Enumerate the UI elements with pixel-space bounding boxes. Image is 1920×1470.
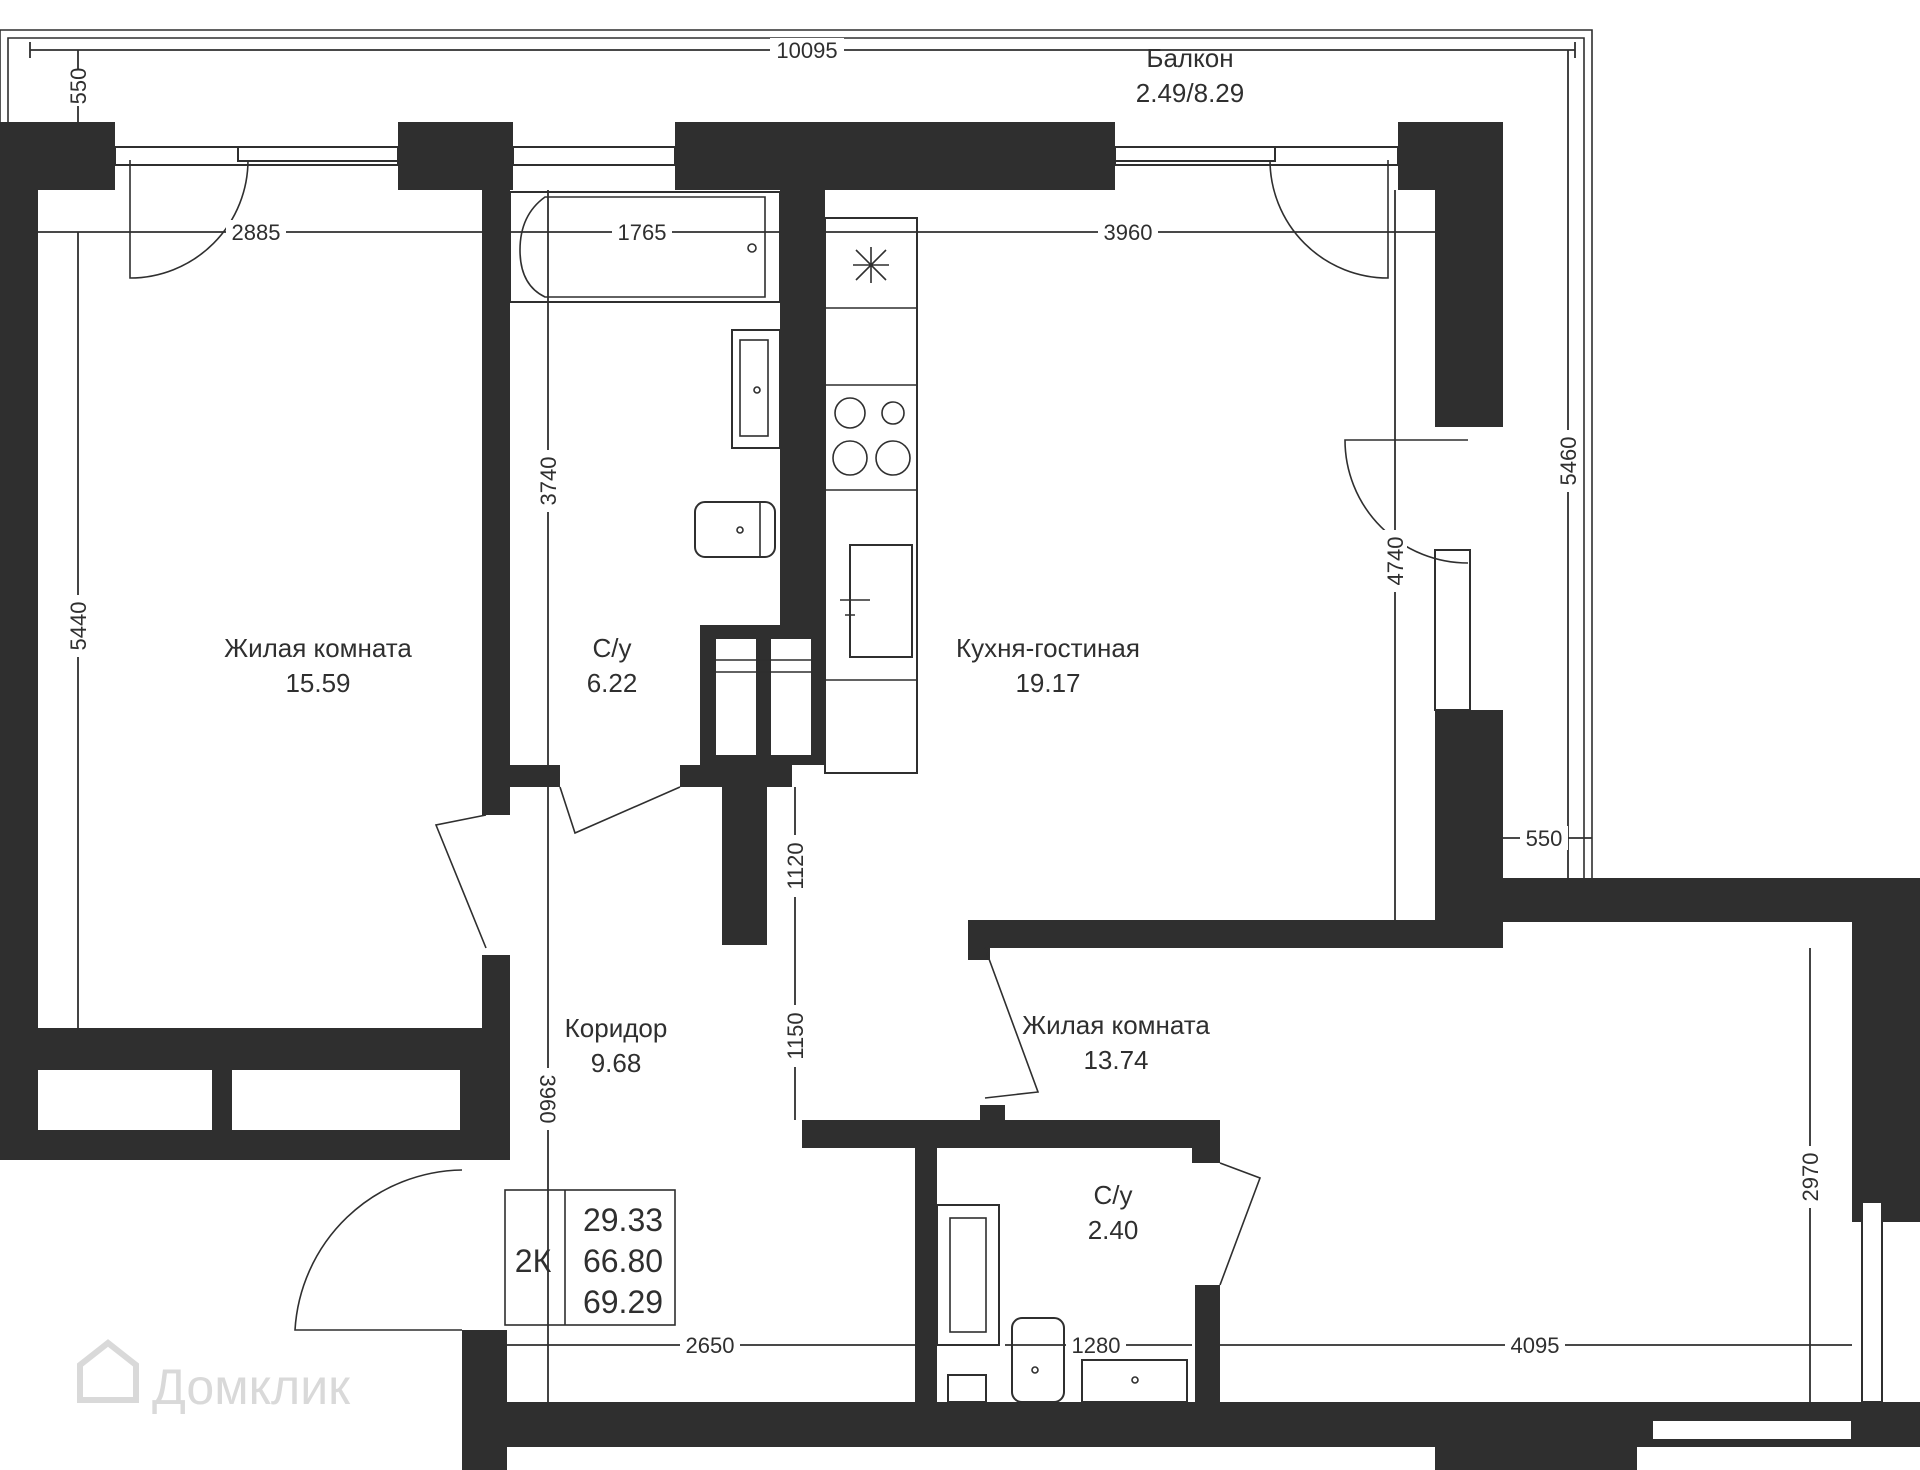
- room-name-bedroom2: Жилая комната: [1022, 1010, 1210, 1040]
- dim-corridor-height: 3960: [535, 1075, 560, 1124]
- dim-corridor-upper: 1120: [783, 842, 808, 889]
- watermark-text: Домклик: [152, 1359, 351, 1415]
- room-area-bedroom2: 13.74: [1083, 1045, 1148, 1075]
- summary-type: 2К: [515, 1243, 552, 1279]
- room-area-balcony: 2.49/8.29: [1136, 78, 1244, 108]
- house-logo-icon: [77, 1339, 139, 1403]
- room-name-bedroom1: Жилая комната: [224, 633, 412, 663]
- dimension-labels: 10095 550 2885 5440 1765 3740 3960 4740 …: [66, 38, 1823, 1358]
- dim-corridor-lower: 1150: [783, 1012, 808, 1059]
- bathroom2-fixtures: [936, 1204, 1188, 1403]
- room-name-bathroom1: С/у: [593, 633, 632, 663]
- dim-bathroom1-width: 1765: [618, 220, 667, 245]
- room-name-balcony: Балкон: [1146, 43, 1233, 73]
- dim-balcony-depth-left: 550: [66, 68, 91, 105]
- dim-kitchen-width: 3960: [1104, 220, 1153, 245]
- dim-bedroom1-height: 5440: [66, 602, 91, 651]
- room-area-corridor: 9.68: [591, 1048, 642, 1078]
- dim-corridor-width: 2650: [686, 1333, 735, 1358]
- domclick-watermark: Домклик: [77, 1339, 351, 1415]
- room-area-bathroom2: 2.40: [1088, 1215, 1139, 1245]
- windows: [114, 146, 1883, 1441]
- room-labels: Балкон 2.49/8.29 Жилая комната 15.59 С/у…: [224, 43, 1244, 1245]
- room-name-bathroom2: С/у: [1094, 1180, 1133, 1210]
- summary-total-with-balcony: 69.29: [583, 1284, 663, 1320]
- dim-bathroom1-height: 3740: [536, 457, 561, 506]
- kitchen-fixtures: [824, 217, 918, 774]
- dim-bedroom1-width: 2885: [232, 220, 281, 245]
- dim-bedroom2-width: 4095: [1511, 1333, 1560, 1358]
- room-area-bathroom1: 6.22: [587, 668, 638, 698]
- dim-bedroom2-height: 2970: [1798, 1153, 1823, 1202]
- room-name-corridor: Коридор: [565, 1013, 668, 1043]
- dimension-lines: [29, 42, 1852, 1402]
- room-area-bedroom1: 15.59: [285, 668, 350, 698]
- summary-total-area: 66.80: [583, 1243, 663, 1279]
- room-name-kitchen: Кухня-гостиная: [956, 633, 1140, 663]
- summary-living-area: 29.33: [583, 1202, 663, 1238]
- dim-balcony-depth-right: 550: [1526, 826, 1563, 851]
- dim-total-width: 10095: [776, 38, 837, 63]
- dim-balcony-height: 5460: [1556, 437, 1581, 486]
- area-summary: 2К 29.33 66.80 69.29: [504, 1189, 676, 1326]
- doors: [129, 159, 1469, 1331]
- dim-bathroom2-width: 1280: [1072, 1333, 1121, 1358]
- dim-kitchen-height: 4740: [1383, 537, 1408, 586]
- room-area-kitchen: 19.17: [1015, 668, 1080, 698]
- bathroom1-fixtures: [509, 191, 781, 558]
